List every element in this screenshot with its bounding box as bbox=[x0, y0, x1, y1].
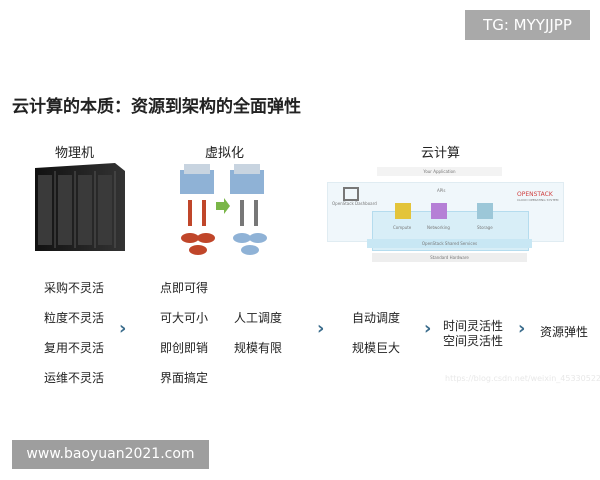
app-box: Your Application bbox=[377, 167, 502, 176]
flex-item: 空间灵活性 bbox=[443, 334, 504, 348]
header-cloud: 云计算 bbox=[421, 146, 461, 161]
virtualization-image bbox=[170, 160, 280, 260]
cloud-item: 规模巨大 bbox=[352, 341, 401, 355]
arrow-icon: › bbox=[119, 318, 127, 339]
physical-item: 复用不灵活 bbox=[44, 341, 105, 355]
physical-item: 采购不灵活 bbox=[44, 281, 105, 295]
shared-services: OpenStack Shared Services bbox=[367, 239, 532, 248]
compute-label: Compute bbox=[393, 225, 412, 230]
header-virtual: 虚拟化 bbox=[205, 146, 245, 161]
virtual-extra: 规模有限 bbox=[234, 341, 283, 355]
arrow-icon: › bbox=[518, 318, 526, 339]
virtual-extra: 人工调度 bbox=[234, 311, 283, 325]
brand-sub: CLOUD OPERATING SYSTEM bbox=[517, 198, 559, 202]
flex-item: 时间灵活性 bbox=[443, 319, 504, 333]
virtual-item: 可大可小 bbox=[160, 311, 209, 325]
site-watermark: www.baoyuan2021.com bbox=[12, 440, 209, 469]
tg-badge: TG: MYYJJPP bbox=[465, 10, 590, 40]
openstack-diagram: Your Application OPENSTACK CLOUD OPERATI… bbox=[327, 165, 567, 265]
header-physical: 物理机 bbox=[55, 146, 95, 161]
api-label: APIs bbox=[437, 188, 446, 193]
virtual-item: 点即可得 bbox=[160, 281, 209, 295]
compute-icon bbox=[395, 203, 411, 219]
networking-label: Networking bbox=[427, 225, 450, 230]
networking-icon bbox=[431, 203, 447, 219]
storage-label: Storage bbox=[477, 225, 493, 230]
cloud-item: 自动调度 bbox=[352, 311, 401, 325]
page-title: 云计算的本质：资源到架构的全面弹性 bbox=[12, 97, 301, 117]
dashboard-label: OpenStack Dashboard bbox=[332, 201, 377, 206]
physical-item: 运维不灵活 bbox=[44, 371, 105, 385]
csdn-watermark: https://blog.csdn.net/weixin_45330522 bbox=[445, 374, 600, 383]
virtual-item: 界面搞定 bbox=[160, 371, 209, 385]
virtual-item: 即创即销 bbox=[160, 341, 209, 355]
dashboard-icon bbox=[343, 187, 359, 201]
standard-hardware: Standard Hardware bbox=[372, 253, 527, 262]
arrow-icon: › bbox=[424, 318, 432, 339]
storage-icon bbox=[477, 203, 493, 219]
arrow-icon: › bbox=[317, 318, 325, 339]
openstack-logo: OPENSTACK bbox=[517, 191, 553, 198]
physical-item: 粒度不灵活 bbox=[44, 311, 105, 325]
result-label: 资源弹性 bbox=[540, 325, 589, 339]
server-rack-image bbox=[30, 163, 130, 253]
